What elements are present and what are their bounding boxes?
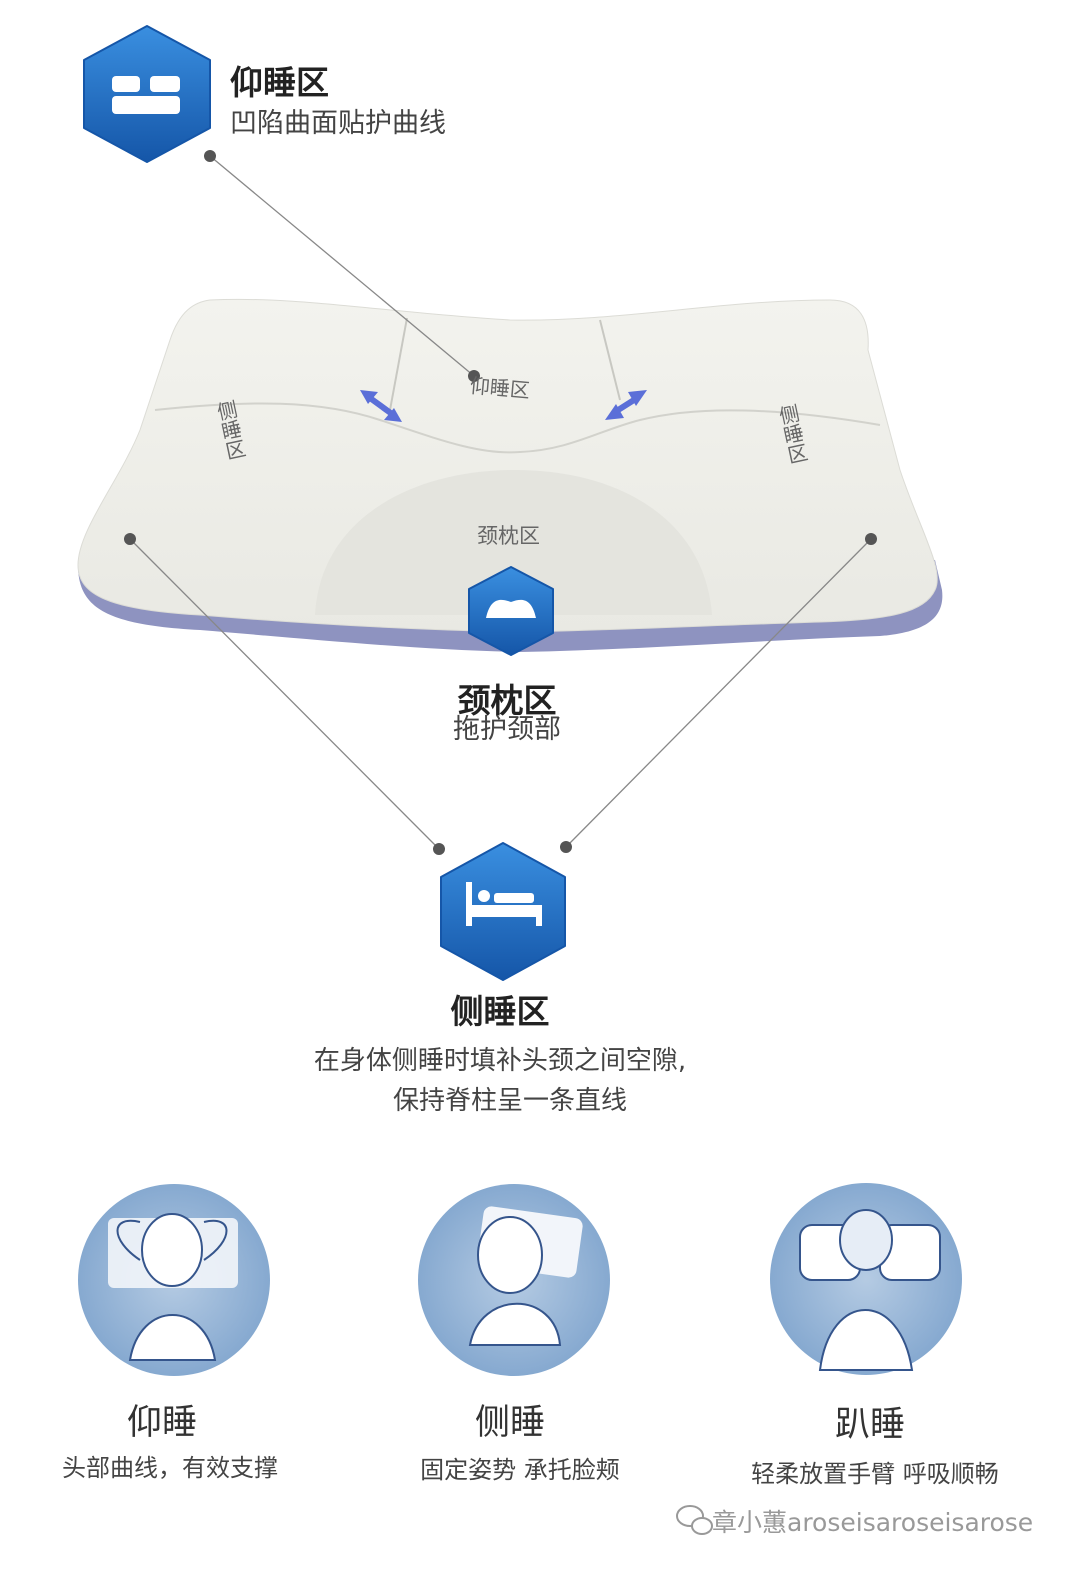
leader-line-side-right [565, 538, 872, 848]
side-zone-title: 侧睡区 [450, 992, 550, 1031]
pillow-label-neck: 颈枕区 [477, 524, 540, 548]
position-subtitle-supine: 头部曲线，有效支撑 [62, 1454, 278, 1482]
prone-position-illustration [770, 1183, 962, 1375]
leader-line-supine [209, 155, 475, 377]
double-arrow-icon-right [605, 390, 647, 420]
leader-dot [865, 533, 877, 545]
side-position-illustration [418, 1184, 610, 1376]
supine-position-illustration [78, 1184, 270, 1376]
zone-divider-curve [154, 402, 881, 454]
leader-line-side-left [129, 538, 440, 850]
supine-zone-subtitle: 凹陷曲面贴护曲线 [230, 108, 446, 139]
groove-right [599, 319, 621, 401]
leader-dot [560, 841, 572, 853]
position-title-side: 侧睡 [474, 1403, 546, 1443]
leader-dot [124, 533, 136, 545]
neck-zone-title: 颈枕区 [457, 681, 557, 720]
position-subtitle-side: 固定姿势 承托脸颊 [420, 1456, 620, 1484]
pillow-top [77, 298, 938, 633]
double-arrow-icon-left [360, 390, 402, 422]
bed-hexagon-icon [440, 842, 566, 981]
pillow-label-supine: 仰睡区 [468, 373, 531, 403]
neck-zone-area [315, 470, 712, 615]
watermark: 章小蕙aroseisaroseisarose [712, 1508, 1034, 1537]
side-zone-description-line2: 保持脊柱呈一条直线 [392, 1086, 628, 1116]
leader-dot [433, 843, 445, 855]
neck-zone-subtitle: 拖护颈部 [453, 714, 561, 745]
groove-left [389, 317, 408, 411]
side-zone-description-line1: 在身体侧睡时填补头颈之间空隙, [313, 1046, 687, 1076]
leader-dot [204, 150, 216, 162]
wechat-icon [676, 1505, 713, 1535]
position-subtitle-prone: 轻柔放置手臂 呼吸顺畅 [751, 1460, 999, 1488]
supine-hexagon-icon [83, 25, 211, 163]
position-title-prone: 趴睡 [834, 1405, 906, 1445]
leader-dot [468, 370, 480, 382]
neck-pillow-hexagon-icon [468, 566, 554, 656]
supine-zone-title: 仰睡区 [230, 63, 329, 102]
position-title-supine: 仰睡 [126, 1403, 198, 1443]
